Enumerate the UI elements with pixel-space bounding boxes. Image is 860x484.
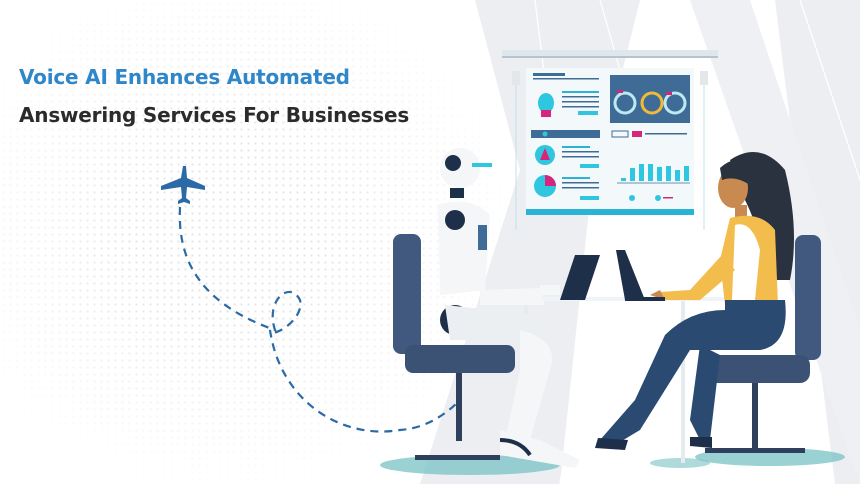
woman-chair (700, 235, 821, 453)
airplane-icon (161, 166, 205, 204)
presentation-screen (502, 50, 718, 230)
robot-chair (393, 234, 515, 460)
page-title: Voice AI Enhances Automated Answering Se… (19, 58, 409, 134)
dashed-flight-path (178, 206, 461, 433)
title-line-1: Voice AI Enhances Automated (19, 65, 350, 89)
title-line-2: Answering Services For Businesses (19, 103, 410, 127)
woman (595, 152, 794, 450)
robot (438, 148, 600, 468)
dotted-background (0, 0, 520, 484)
dashboard-bar-chart (621, 164, 689, 181)
